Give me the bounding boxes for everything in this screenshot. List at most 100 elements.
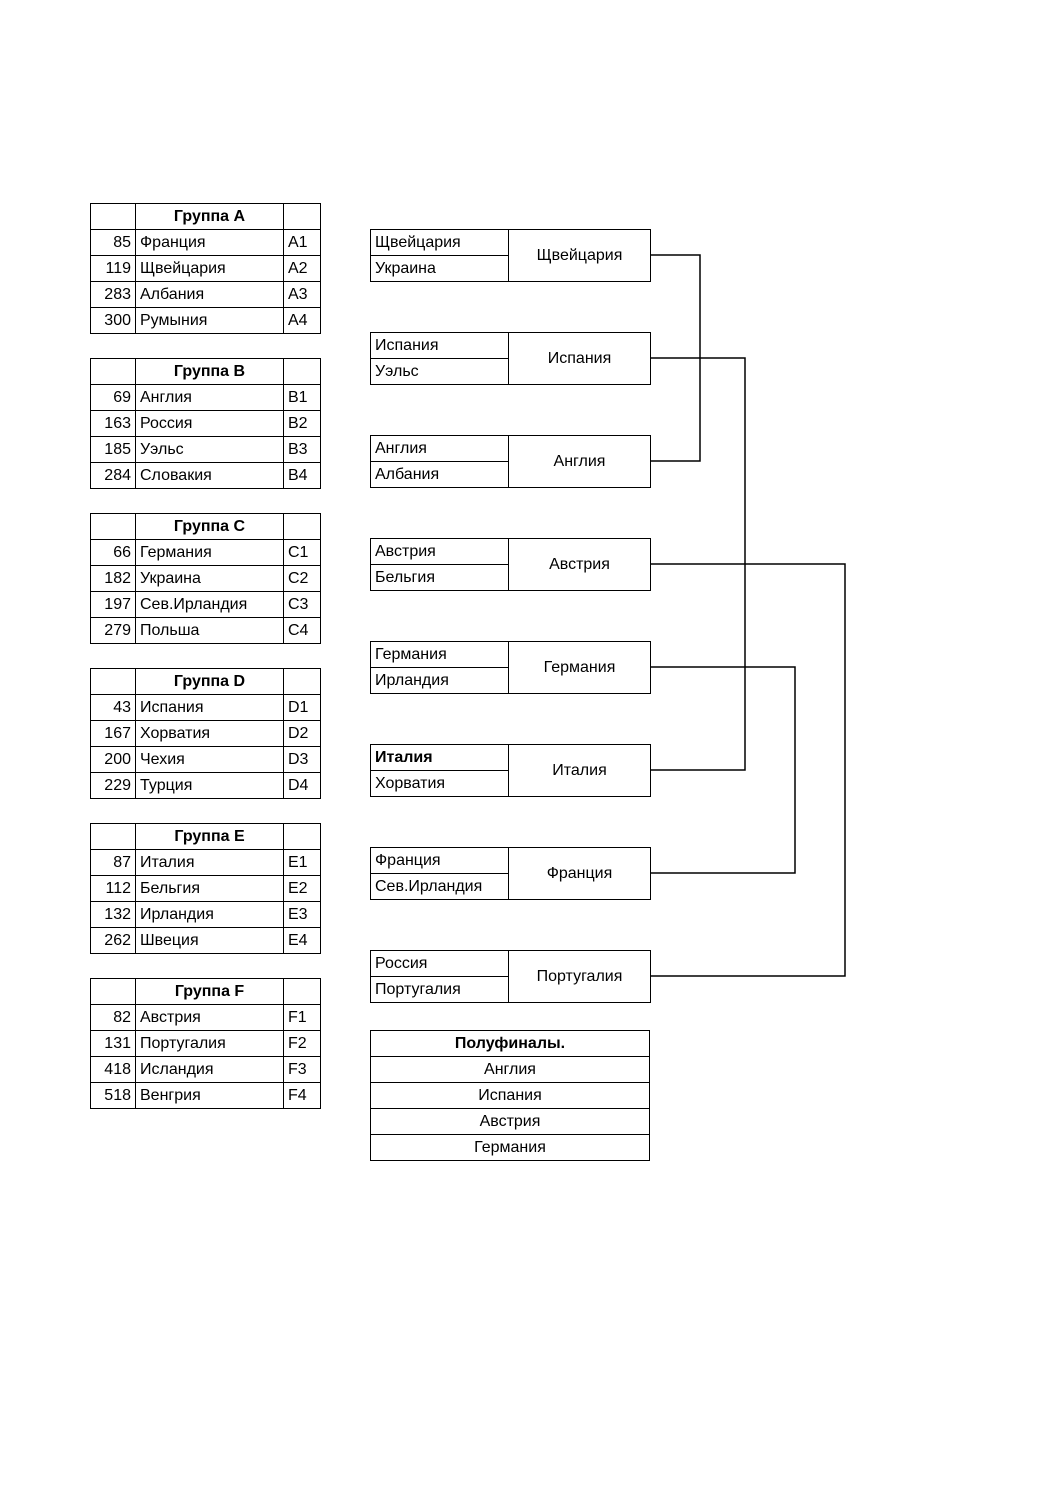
group-title: Группа F (135, 978, 284, 1005)
team-number: 229 (90, 772, 136, 799)
team-name: Словакия (135, 462, 284, 489)
team-name: Швеция (135, 927, 284, 954)
match-winner: Англия (508, 435, 651, 488)
semifinal-team: Австрия (370, 1108, 650, 1135)
team-number: 262 (90, 927, 136, 954)
team-name: Польша (135, 617, 284, 644)
team-seed: D1 (283, 694, 321, 721)
team-name: Франция (135, 229, 284, 256)
group-header-row: Группа D (90, 668, 321, 695)
table-row: 163 Россия B2 (90, 410, 321, 437)
team-name: Испания (135, 694, 284, 721)
team-number: 87 (90, 849, 136, 876)
team-seed: F2 (283, 1030, 321, 1057)
match-1: Щвейцария Щвейцария Украина (370, 229, 651, 282)
team-number: 43 (90, 694, 136, 721)
match-team2: Украина (370, 255, 509, 282)
match-5: Германия Германия Ирландия (370, 641, 651, 694)
empty-cell (90, 823, 136, 850)
team-name: Австрия (135, 1004, 284, 1031)
team-name: Хорватия (135, 720, 284, 747)
team-name: Венгрия (135, 1082, 284, 1109)
match-team2: Португалия (370, 976, 509, 1003)
match-winner: Австрия (508, 538, 651, 591)
team-number: 197 (90, 591, 136, 618)
table-row: 262 Швеция E4 (90, 927, 321, 954)
team-name: Англия (135, 384, 284, 411)
table-row: 167 Хорватия D2 (90, 720, 321, 747)
table-row: 279 Польша C4 (90, 617, 321, 644)
team-seed: F1 (283, 1004, 321, 1031)
bracket-connector-3 (650, 666, 796, 874)
empty-cell (283, 668, 321, 695)
team-seed: B2 (283, 410, 321, 437)
table-row: 182 Украина C2 (90, 565, 321, 592)
team-seed: F3 (283, 1056, 321, 1083)
table-row: 197 Сев.Ирландия C3 (90, 591, 321, 618)
table-row: 112 Бельгия E2 (90, 875, 321, 902)
match-team2: Бельгия (370, 564, 509, 591)
match-winner: Италия (508, 744, 651, 797)
team-name: Италия (135, 849, 284, 876)
team-seed: B4 (283, 462, 321, 489)
table-row: 69 Англия B1 (90, 384, 321, 411)
team-name: Албания (135, 281, 284, 308)
empty-cell (90, 978, 136, 1005)
match-team1: Щвейцария (370, 229, 509, 256)
team-number: 518 (90, 1082, 136, 1109)
team-number: 284 (90, 462, 136, 489)
team-number: 66 (90, 539, 136, 566)
group-header-row: Группа B (90, 358, 321, 385)
match-team2: Сев.Ирландия (370, 873, 509, 900)
empty-cell (283, 823, 321, 850)
team-number: 163 (90, 410, 136, 437)
match-team1: Англия (370, 435, 509, 462)
group-title: Группа E (135, 823, 284, 850)
team-name: Турция (135, 772, 284, 799)
team-name: Уэльс (135, 436, 284, 463)
match-team2: Хорватия (370, 770, 509, 797)
bracket-connector-2 (650, 357, 746, 771)
table-row: 43 Испания D1 (90, 694, 321, 721)
table-row: 119 Щвейцария A2 (90, 255, 321, 282)
match-team2: Албания (370, 461, 509, 488)
table-row: 300 Румыния A4 (90, 307, 321, 334)
team-number: 132 (90, 901, 136, 928)
group-header-row: Группа F (90, 978, 321, 1005)
bracket-connector-4 (650, 563, 846, 977)
table-row: 283 Албания A3 (90, 281, 321, 308)
team-name: Ирландия (135, 901, 284, 928)
match-team1: Германия (370, 641, 509, 668)
team-name: Украина (135, 565, 284, 592)
match-winner: Португалия (508, 950, 651, 1003)
group-title: Группа C (135, 513, 284, 540)
team-seed: D2 (283, 720, 321, 747)
team-number: 112 (90, 875, 136, 902)
match-team1: Россия (370, 950, 509, 977)
team-seed: B3 (283, 436, 321, 463)
semifinal-team: Германия (370, 1134, 650, 1161)
team-seed: E4 (283, 927, 321, 954)
team-number: 119 (90, 255, 136, 282)
table-row: 131 Португалия F2 (90, 1030, 321, 1057)
table-row: 185 Уэльс B3 (90, 436, 321, 463)
match-team1: Франция (370, 847, 509, 874)
team-number: 82 (90, 1004, 136, 1031)
team-name: Щвейцария (135, 255, 284, 282)
table-row: 66 Германия C1 (90, 539, 321, 566)
table-row: 87 Италия E1 (90, 849, 321, 876)
team-seed: A1 (283, 229, 321, 256)
team-number: 418 (90, 1056, 136, 1083)
team-number: 200 (90, 746, 136, 773)
table-row: 85 Франция A1 (90, 229, 321, 256)
team-name: Германия (135, 539, 284, 566)
table-row: 284 Словакия B4 (90, 462, 321, 489)
table-row: 518 Венгрия F4 (90, 1082, 321, 1109)
table-row: 82 Австрия F1 (90, 1004, 321, 1031)
match-2: Испания Испания Уэльс (370, 332, 651, 385)
match-winner: Испания (508, 332, 651, 385)
team-number: 279 (90, 617, 136, 644)
match-8: Россия Португалия Португалия (370, 950, 651, 1003)
table-row: 229 Турция D4 (90, 772, 321, 799)
